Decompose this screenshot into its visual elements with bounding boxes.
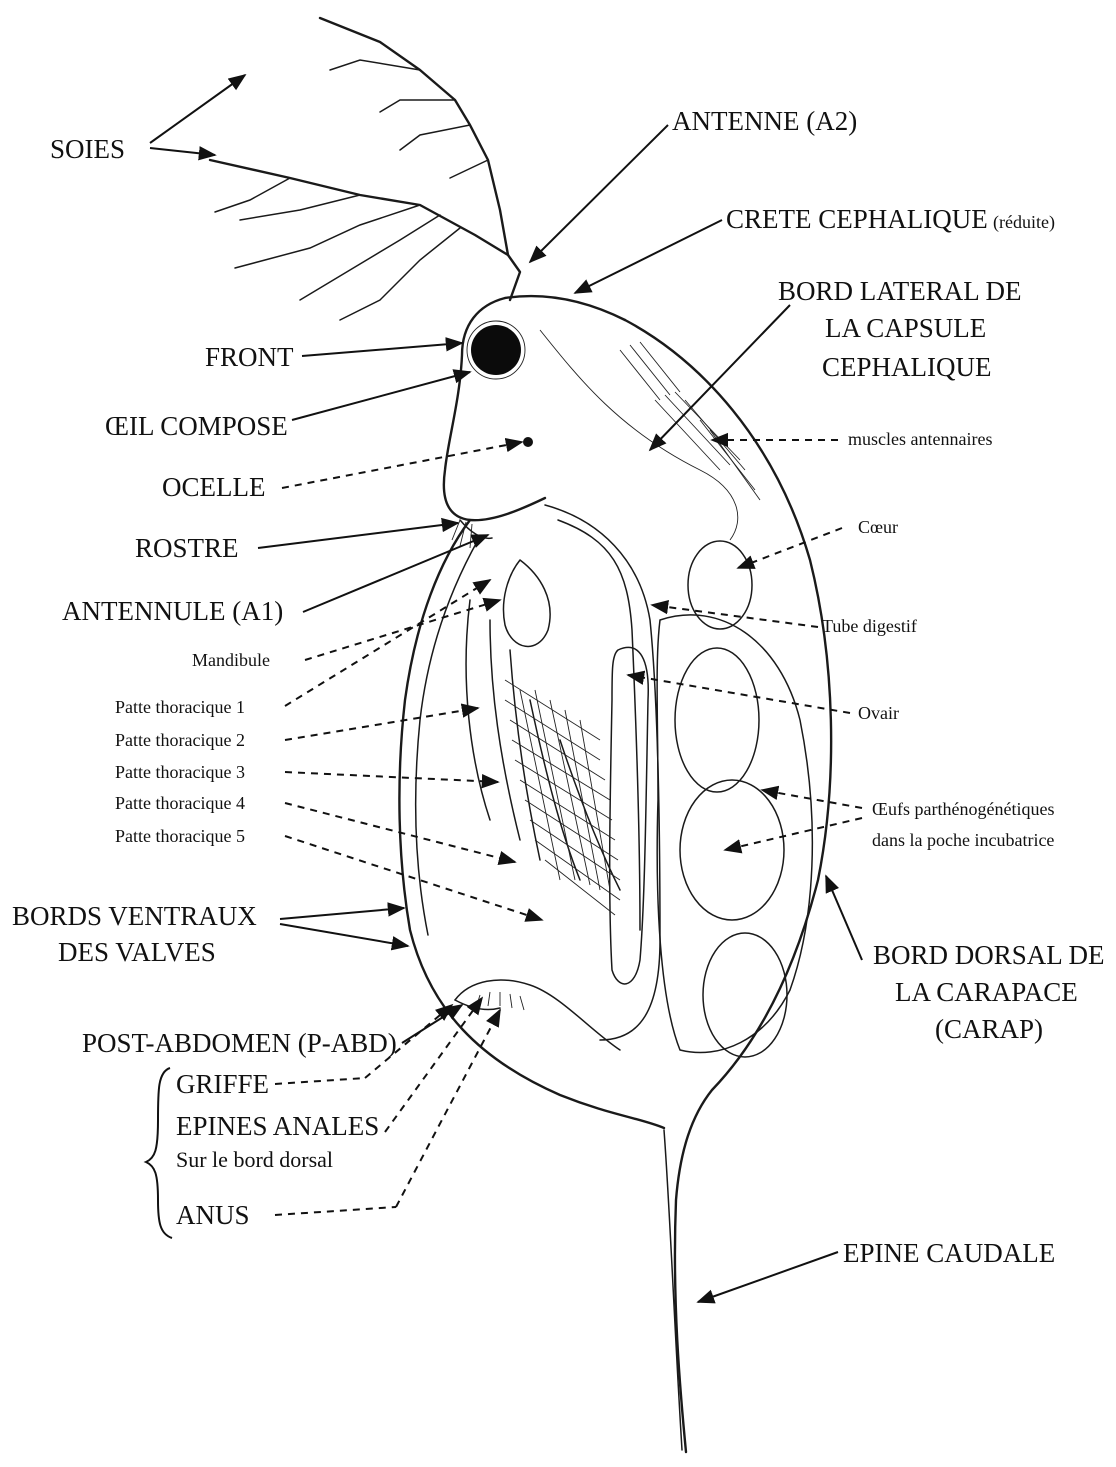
thoracic-legs <box>466 600 620 915</box>
label-bord-dorsal-2: LA CARAPACE <box>895 977 1078 1007</box>
label-griffe: GRIFFE <box>176 1069 269 1099</box>
gut-inner <box>558 520 640 930</box>
label-oeil-compose: ŒIL COMPOSE <box>105 411 288 441</box>
ocellus <box>523 437 533 447</box>
label-bords-ventraux-2: DES VALVES <box>58 937 216 967</box>
egg-3 <box>703 933 787 1057</box>
ventral-valve-inner <box>416 540 478 935</box>
label-front: FRONT <box>205 342 294 372</box>
brood-chamber <box>657 615 812 1053</box>
label-oeufs-2: dans la poche incubatrice <box>872 830 1054 850</box>
label-bord-dorsal-1: BORD DORSAL DE <box>873 940 1105 970</box>
label-bord-lateral-3: CEPHALIQUE <box>822 352 992 382</box>
antenna-base <box>320 18 520 300</box>
dorsal-head-line <box>505 296 625 320</box>
label-soies: SOIES <box>50 134 125 164</box>
ventral-valve-outline <box>399 520 664 1128</box>
mandible <box>503 560 550 646</box>
label-patte-5: Patte thoracique 5 <box>115 826 245 846</box>
label-crete-cephalique: CRETE CEPHALIQUE <box>726 204 988 234</box>
label-patte-4: Patte thoracique 4 <box>115 793 245 813</box>
label-bord-dorsal-3: (CARAP) <box>935 1014 1043 1044</box>
label-sur-bord-dorsal: Sur le bord dorsal <box>176 1147 333 1172</box>
label-antenne-a2: ANTENNE (A2) <box>672 106 857 136</box>
ovary <box>610 647 649 983</box>
label-coeur: Cœur <box>858 517 898 537</box>
label-anus: ANUS <box>176 1200 250 1230</box>
label-crete-note: (réduite) <box>993 212 1055 233</box>
label-mandibule: Mandibule <box>192 650 270 670</box>
egg-2 <box>680 780 784 920</box>
label-patte-1: Patte thoracique 1 <box>115 697 245 717</box>
label-bord-lateral-2: LA CAPSULE <box>825 313 986 343</box>
label-group-brace <box>146 1068 172 1238</box>
heart <box>688 541 752 629</box>
label-patte-3: Patte thoracique 3 <box>115 762 245 782</box>
gut <box>545 505 660 1040</box>
egg-1 <box>675 648 759 792</box>
label-epine-caudale: EPINE CAUDALE <box>843 1238 1055 1268</box>
hepatic-caecum <box>540 330 738 540</box>
label-muscles-antennaires: muscles antennaires <box>848 429 992 449</box>
label-post-abdomen: POST-ABDOMEN (P-ABD) <box>82 1028 397 1058</box>
antenna-branch <box>210 160 508 255</box>
label-ovair: Ovair <box>858 703 899 723</box>
label-oeufs-1: Œufs parthénogénétiques <box>872 799 1054 819</box>
compound-eye <box>471 325 521 375</box>
label-ocelle: OCELLE <box>162 472 265 502</box>
label-bord-lateral-1: BORD LATERAL DE <box>778 276 1022 306</box>
label-tube-digestif: Tube digestif <box>822 616 917 636</box>
label-patte-2: Patte thoracique 2 <box>115 730 245 750</box>
carapace-outline <box>625 320 831 1452</box>
label-antennule-a1: ANTENNULE (A1) <box>62 596 283 626</box>
label-bords-ventraux-1: BORDS VENTRAUX <box>12 901 257 931</box>
label-epines-anales: EPINES ANALES <box>176 1111 379 1141</box>
post-abdomen <box>455 980 620 1050</box>
label-rostre: ROSTRE <box>135 533 239 563</box>
setae <box>215 60 488 320</box>
